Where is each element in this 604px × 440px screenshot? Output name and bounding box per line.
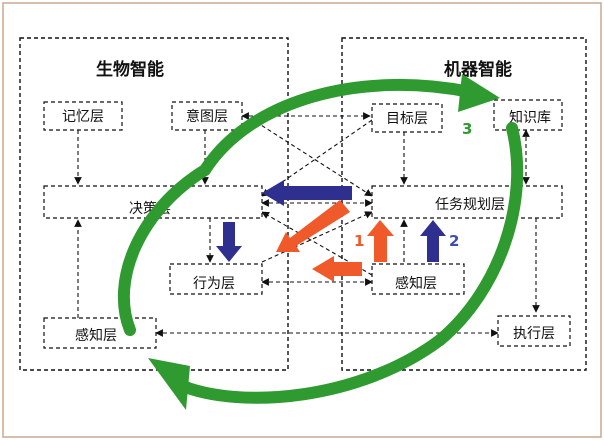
bio-title: 生物智能 <box>96 59 164 80</box>
box-intent-label: 意图层 <box>186 108 228 125</box>
green-cycle-arc-bottom <box>174 334 446 404</box>
edge-cross-3 <box>261 211 373 263</box>
box-intent: 意图层 <box>171 101 243 131</box>
edge-cross-1 <box>249 117 373 197</box>
box-behavior: 行为层 <box>169 263 263 295</box>
box-execution: 执行层 <box>497 315 571 347</box>
box-task-planning: 任务规划层 <box>371 185 563 219</box>
green-cycle-arc-top <box>199 78 476 176</box>
box-knowledge-label: 知识库 <box>509 109 551 126</box>
box-bio-perception-label: 感知层 <box>75 327 117 344</box>
marker-3: 3 <box>462 120 472 138</box>
red-arrow-diagonal <box>276 200 350 252</box>
green-cycle-arc-left <box>117 164 211 336</box>
box-task-planning-label: 任务规划层 <box>435 197 505 213</box>
blue-arrows <box>216 180 446 262</box>
green-cycle-head-bottom <box>148 358 190 410</box>
box-goal: 目标层 <box>371 103 443 133</box>
box-machine-perception: 感知层 <box>371 263 465 295</box>
machine-title: 机器智能 <box>444 59 512 80</box>
red-arrow-horizontal <box>312 256 362 282</box>
box-memory-label: 记忆层 <box>62 109 104 125</box>
box-bio-perception: 感知层 <box>43 317 157 349</box>
box-knowledge: 知识库 <box>493 99 563 131</box>
blue-arrow-up <box>420 220 446 262</box>
box-execution-label: 执行层 <box>513 326 555 342</box>
green-cycle-head-top <box>458 74 500 112</box>
marker-1: 1 <box>354 232 364 250</box>
edge-cross-2 <box>261 119 373 197</box>
box-machine-perception-label: 感知层 <box>395 275 437 292</box>
blue-arrow-horizontal <box>262 180 352 206</box>
box-goal-label: 目标层 <box>386 111 428 127</box>
green-cycle <box>117 74 524 410</box>
box-behavior-label: 行为层 <box>193 276 235 292</box>
red-arrows <box>276 200 394 282</box>
box-memory: 记忆层 <box>43 101 123 131</box>
red-arrow-up <box>367 220 394 262</box>
machine-panel <box>341 37 587 371</box>
connectors <box>74 112 540 337</box>
blue-arrow-down <box>216 222 242 262</box>
marker-2: 2 <box>449 232 459 250</box>
green-cycle-arc-right <box>434 122 524 346</box>
